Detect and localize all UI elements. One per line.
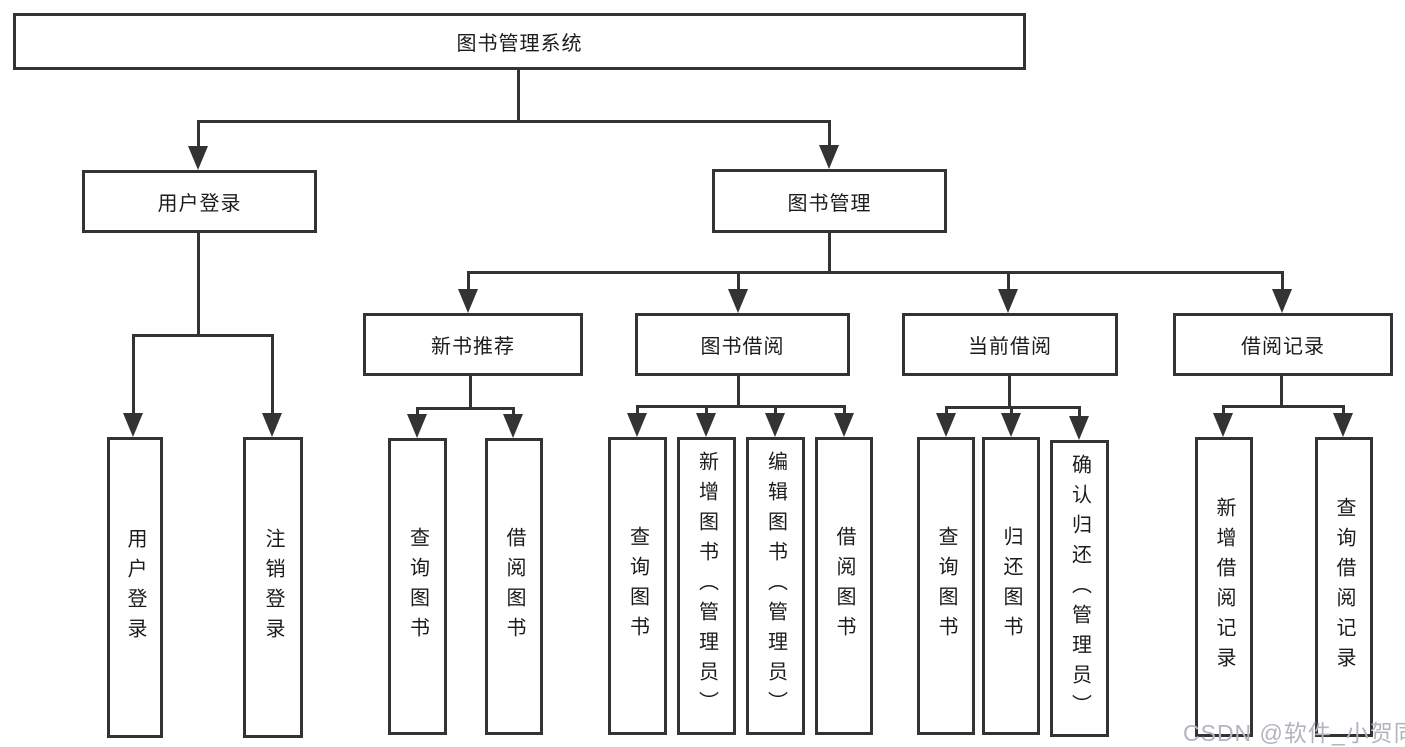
- node-label: 归还图书: [1000, 526, 1022, 646]
- connector-line: [132, 334, 274, 337]
- connector-line: [705, 405, 708, 414]
- arrow-down-icon: [765, 413, 785, 437]
- leaf-borrow-books-recommend: 借阅图书: [485, 438, 543, 735]
- connector-line: [737, 376, 740, 405]
- arrow-down-icon: [188, 146, 208, 170]
- connector-line: [467, 271, 1284, 274]
- arrow-down-icon: [819, 145, 839, 169]
- node-label: 查询借阅记录: [1333, 497, 1355, 677]
- leaf-add-borrow-record: 新增借阅记录: [1195, 437, 1253, 737]
- node-book-management: 图书管理: [712, 169, 947, 233]
- connector-line: [1008, 376, 1011, 406]
- node-label: 当前借阅: [968, 336, 1052, 358]
- connector-line: [271, 334, 274, 414]
- connector-line: [1280, 376, 1283, 405]
- arrow-down-icon: [503, 414, 523, 438]
- connector-line: [416, 407, 514, 410]
- node-user-login: 用户登录: [82, 170, 317, 233]
- leaf-edit-books-admin: 编辑图书（管理员）: [746, 437, 805, 735]
- connector-line: [636, 405, 845, 408]
- leaf-return-books: 归还图书: [982, 437, 1040, 735]
- connector-line: [1007, 271, 1010, 291]
- node-label: 图书管理系统: [456, 33, 583, 55]
- node-label: 新书推荐: [431, 336, 515, 358]
- connector-line: [1342, 405, 1345, 414]
- arrow-down-icon: [1213, 413, 1233, 437]
- arrow-down-icon: [1333, 413, 1353, 437]
- arrow-down-icon: [1272, 289, 1292, 313]
- node-root-system: 图书管理系统: [13, 13, 1026, 70]
- connector-line: [828, 120, 831, 147]
- node-label: 查询图书: [935, 526, 957, 646]
- node-book-borrow: 图书借阅: [635, 313, 850, 376]
- arrow-down-icon: [458, 289, 478, 313]
- node-current-borrow: 当前借阅: [902, 313, 1118, 376]
- connector-line: [636, 405, 639, 414]
- leaf-user-login: 用户登录: [107, 437, 163, 738]
- arrow-down-icon: [834, 413, 854, 437]
- arrow-down-icon: [936, 413, 956, 437]
- leaf-logout: 注销登录: [243, 437, 303, 738]
- connector-line: [416, 407, 419, 416]
- csdn-watermark: CSDN @软件_小贺同学: [1183, 720, 1405, 746]
- node-label: 图书借阅: [700, 336, 785, 358]
- leaf-query-books-current: 查询图书: [917, 437, 975, 735]
- leaf-query-books-borrow: 查询图书: [608, 437, 667, 735]
- node-label: 借阅图书: [503, 526, 525, 647]
- leaf-borrow-books: 借阅图书: [815, 437, 873, 735]
- connector-line: [945, 406, 948, 414]
- connector-line: [1281, 271, 1284, 291]
- node-label: 确认归还（管理员）: [1068, 453, 1091, 724]
- node-borrow-record: 借阅记录: [1173, 313, 1393, 376]
- connector-line: [774, 405, 777, 414]
- arrow-down-icon: [123, 413, 143, 437]
- leaf-confirm-return-admin: 确认归还（管理员）: [1050, 440, 1109, 737]
- node-label: 借阅记录: [1241, 336, 1325, 358]
- node-label: 查询图书: [626, 526, 649, 646]
- connector-line: [467, 271, 470, 291]
- connector-line: [197, 120, 831, 123]
- leaf-query-books-recommend: 查询图书: [388, 438, 447, 735]
- connector-line: [828, 233, 831, 271]
- node-label: 查询图书: [406, 526, 429, 647]
- connector-line: [469, 376, 472, 407]
- node-label: 用户登录: [124, 527, 146, 648]
- leaf-add-books-admin: 新增图书（管理员）: [677, 437, 736, 735]
- connector-line: [1222, 405, 1344, 408]
- node-label: 新增借阅记录: [1213, 497, 1235, 677]
- node-label: 新增图书（管理员）: [695, 451, 718, 721]
- connector-line: [132, 334, 135, 414]
- arrow-down-icon: [1069, 416, 1089, 440]
- leaf-query-borrow-record: 查询借阅记录: [1315, 437, 1373, 737]
- arrow-down-icon: [262, 413, 282, 437]
- connector-line: [512, 407, 515, 416]
- node-label: 用户登录: [157, 193, 242, 215]
- node-label: 借阅图书: [833, 526, 855, 646]
- connector-line: [737, 271, 740, 291]
- arrow-down-icon: [696, 413, 716, 437]
- arrow-down-icon: [627, 413, 647, 437]
- connector-line: [197, 233, 200, 334]
- node-label: 编辑图书（管理员）: [764, 451, 787, 721]
- arrow-down-icon: [407, 414, 427, 438]
- connector-line: [1222, 405, 1225, 414]
- connector-line: [517, 70, 520, 120]
- connector-line: [843, 405, 846, 414]
- node-label: 注销登录: [262, 527, 284, 648]
- arrow-down-icon: [998, 289, 1018, 313]
- node-new-book-recommend: 新书推荐: [363, 313, 583, 376]
- arrow-down-icon: [1001, 413, 1021, 437]
- connector-line: [197, 120, 200, 148]
- node-label: 图书管理: [787, 192, 872, 215]
- connector-line: [1010, 406, 1013, 414]
- arrow-down-icon: [728, 289, 748, 313]
- connector-line: [1078, 406, 1081, 417]
